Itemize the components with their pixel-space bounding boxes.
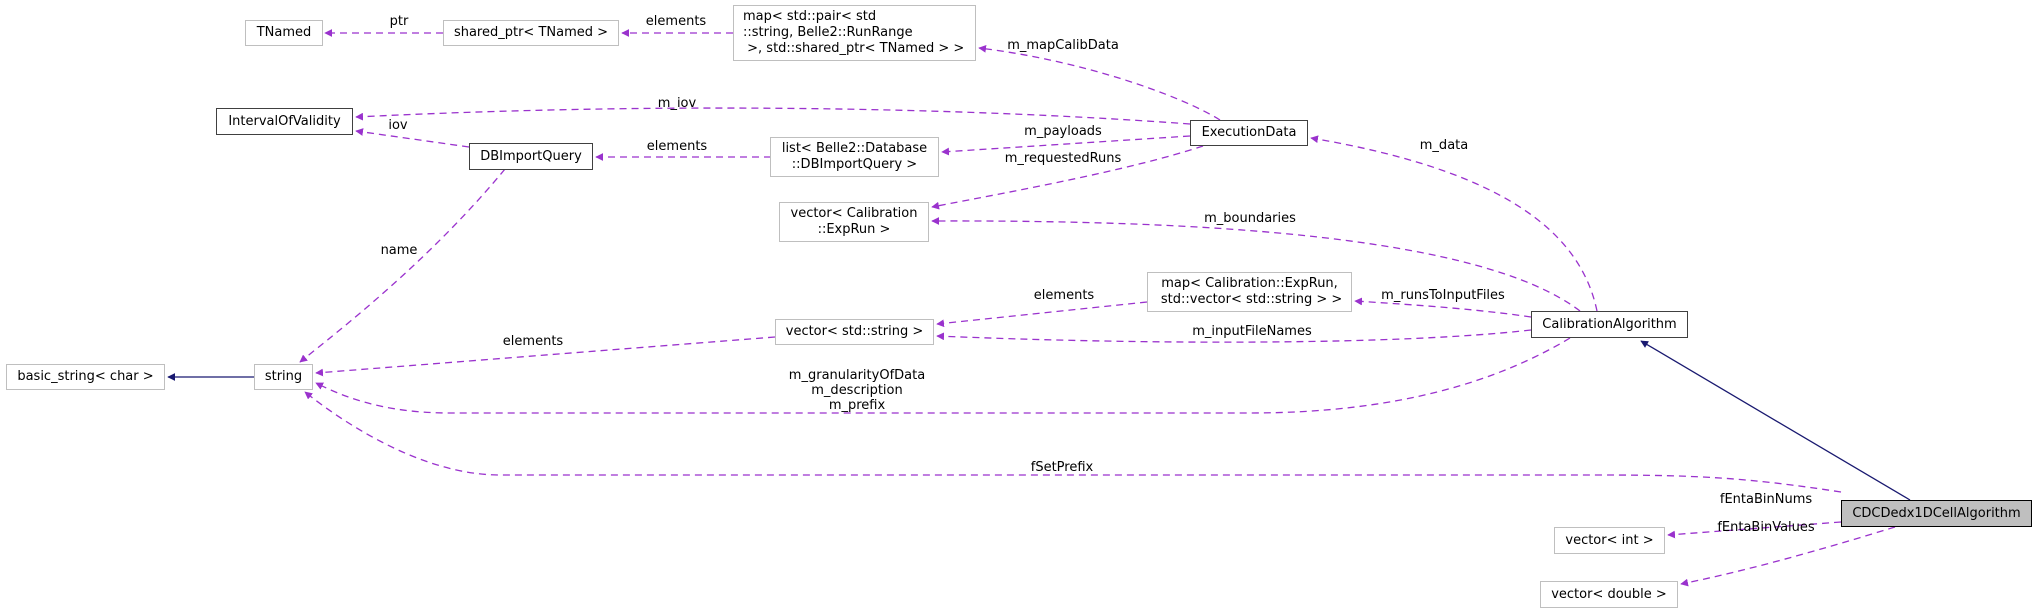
label-m-requestedRuns: m_requestedRuns [1004,151,1122,166]
node-basic-string[interactable]: basic_string< char > [6,364,165,390]
label-m-boundaries: m_boundaries [1204,211,1296,226]
label-iov: iov [388,118,408,133]
node-cdcdedx1dcellalgorithm: CDCDedx1DCellAlgorithm [1841,500,2032,527]
node-executiondata[interactable]: ExecutionData [1190,120,1308,146]
label-elements-list: elements [646,139,708,154]
node-vector-int[interactable]: vector< int > [1554,527,1665,554]
node-string[interactable]: string [254,364,313,390]
edge-fEntaBinValues [1680,526,1896,587]
edge-elements-vector [315,336,776,377]
node-map-exprun[interactable]: map< Calibration::ExpRun, std::vector< s… [1147,272,1352,312]
edges-layer [167,29,1911,587]
label-elements-map: elements [1033,288,1095,303]
edge-fEntaBinNums [1667,521,1842,539]
label-fEntaBinValues: fEntaBinValues [1717,520,1815,535]
node-shared-ptr[interactable]: shared_ptr< TNamed > [443,20,619,46]
node-list-dbimportquery[interactable]: list< Belle2::Database ::DBImportQuery > [770,137,939,177]
node-map-calib-data[interactable]: map< std::pair< std ::string, Belle2::Ru… [733,5,976,61]
label-string-members: m_granularityOfData m_description m_pref… [788,368,926,413]
edge-m-mapCalibData [978,44,1221,121]
label-m-mapCalibData: m_mapCalibData [1007,38,1119,53]
node-interval-of-validity[interactable]: IntervalOfValidity [216,108,353,135]
node-calibration-algorithm[interactable]: CalibrationAlgorithm [1531,311,1688,338]
label-fSetPrefix: fSetPrefix [1030,460,1094,475]
label-m-payloads: m_payloads [1024,124,1102,139]
label-elements-shared: elements [645,14,707,29]
edge-m-inputFileNames [936,329,1532,343]
edge-fSetPrefix [304,391,1842,493]
label-name: name [380,243,418,258]
edge-m-boundaries [931,217,1581,312]
edge-m-data [1310,135,1598,312]
edge-m-runsToInputFiles [1354,297,1532,318]
label-m-iov: m_iov [657,96,697,111]
label-elements-vector: elements [502,334,564,349]
label-m-data: m_data [1419,138,1469,153]
node-tnamed[interactable]: TNamed [245,20,323,46]
edge-name [299,168,506,363]
edge-m-iov [355,107,1191,125]
label-fEntaBinNums: fEntaBinNums [1719,492,1813,507]
node-vector-exprun[interactable]: vector< Calibration ::ExpRun > [779,202,929,242]
edge-inherit-calibration [1640,340,1911,501]
edge-string-members [315,337,1571,414]
edge-elements-map [936,301,1148,328]
edge-m-requestedRuns [931,145,1204,210]
node-dbimportquery[interactable]: DBImportQuery [469,143,593,170]
edge-iov [355,128,470,148]
label-m-runsToInputFiles: m_runsToInputFiles [1381,288,1505,303]
edge-m-payloads [941,135,1191,156]
label-ptr: ptr [389,14,409,29]
node-vector-string[interactable]: vector< std::string > [775,319,934,345]
label-m-inputFileNames: m_inputFileNames [1192,324,1312,339]
